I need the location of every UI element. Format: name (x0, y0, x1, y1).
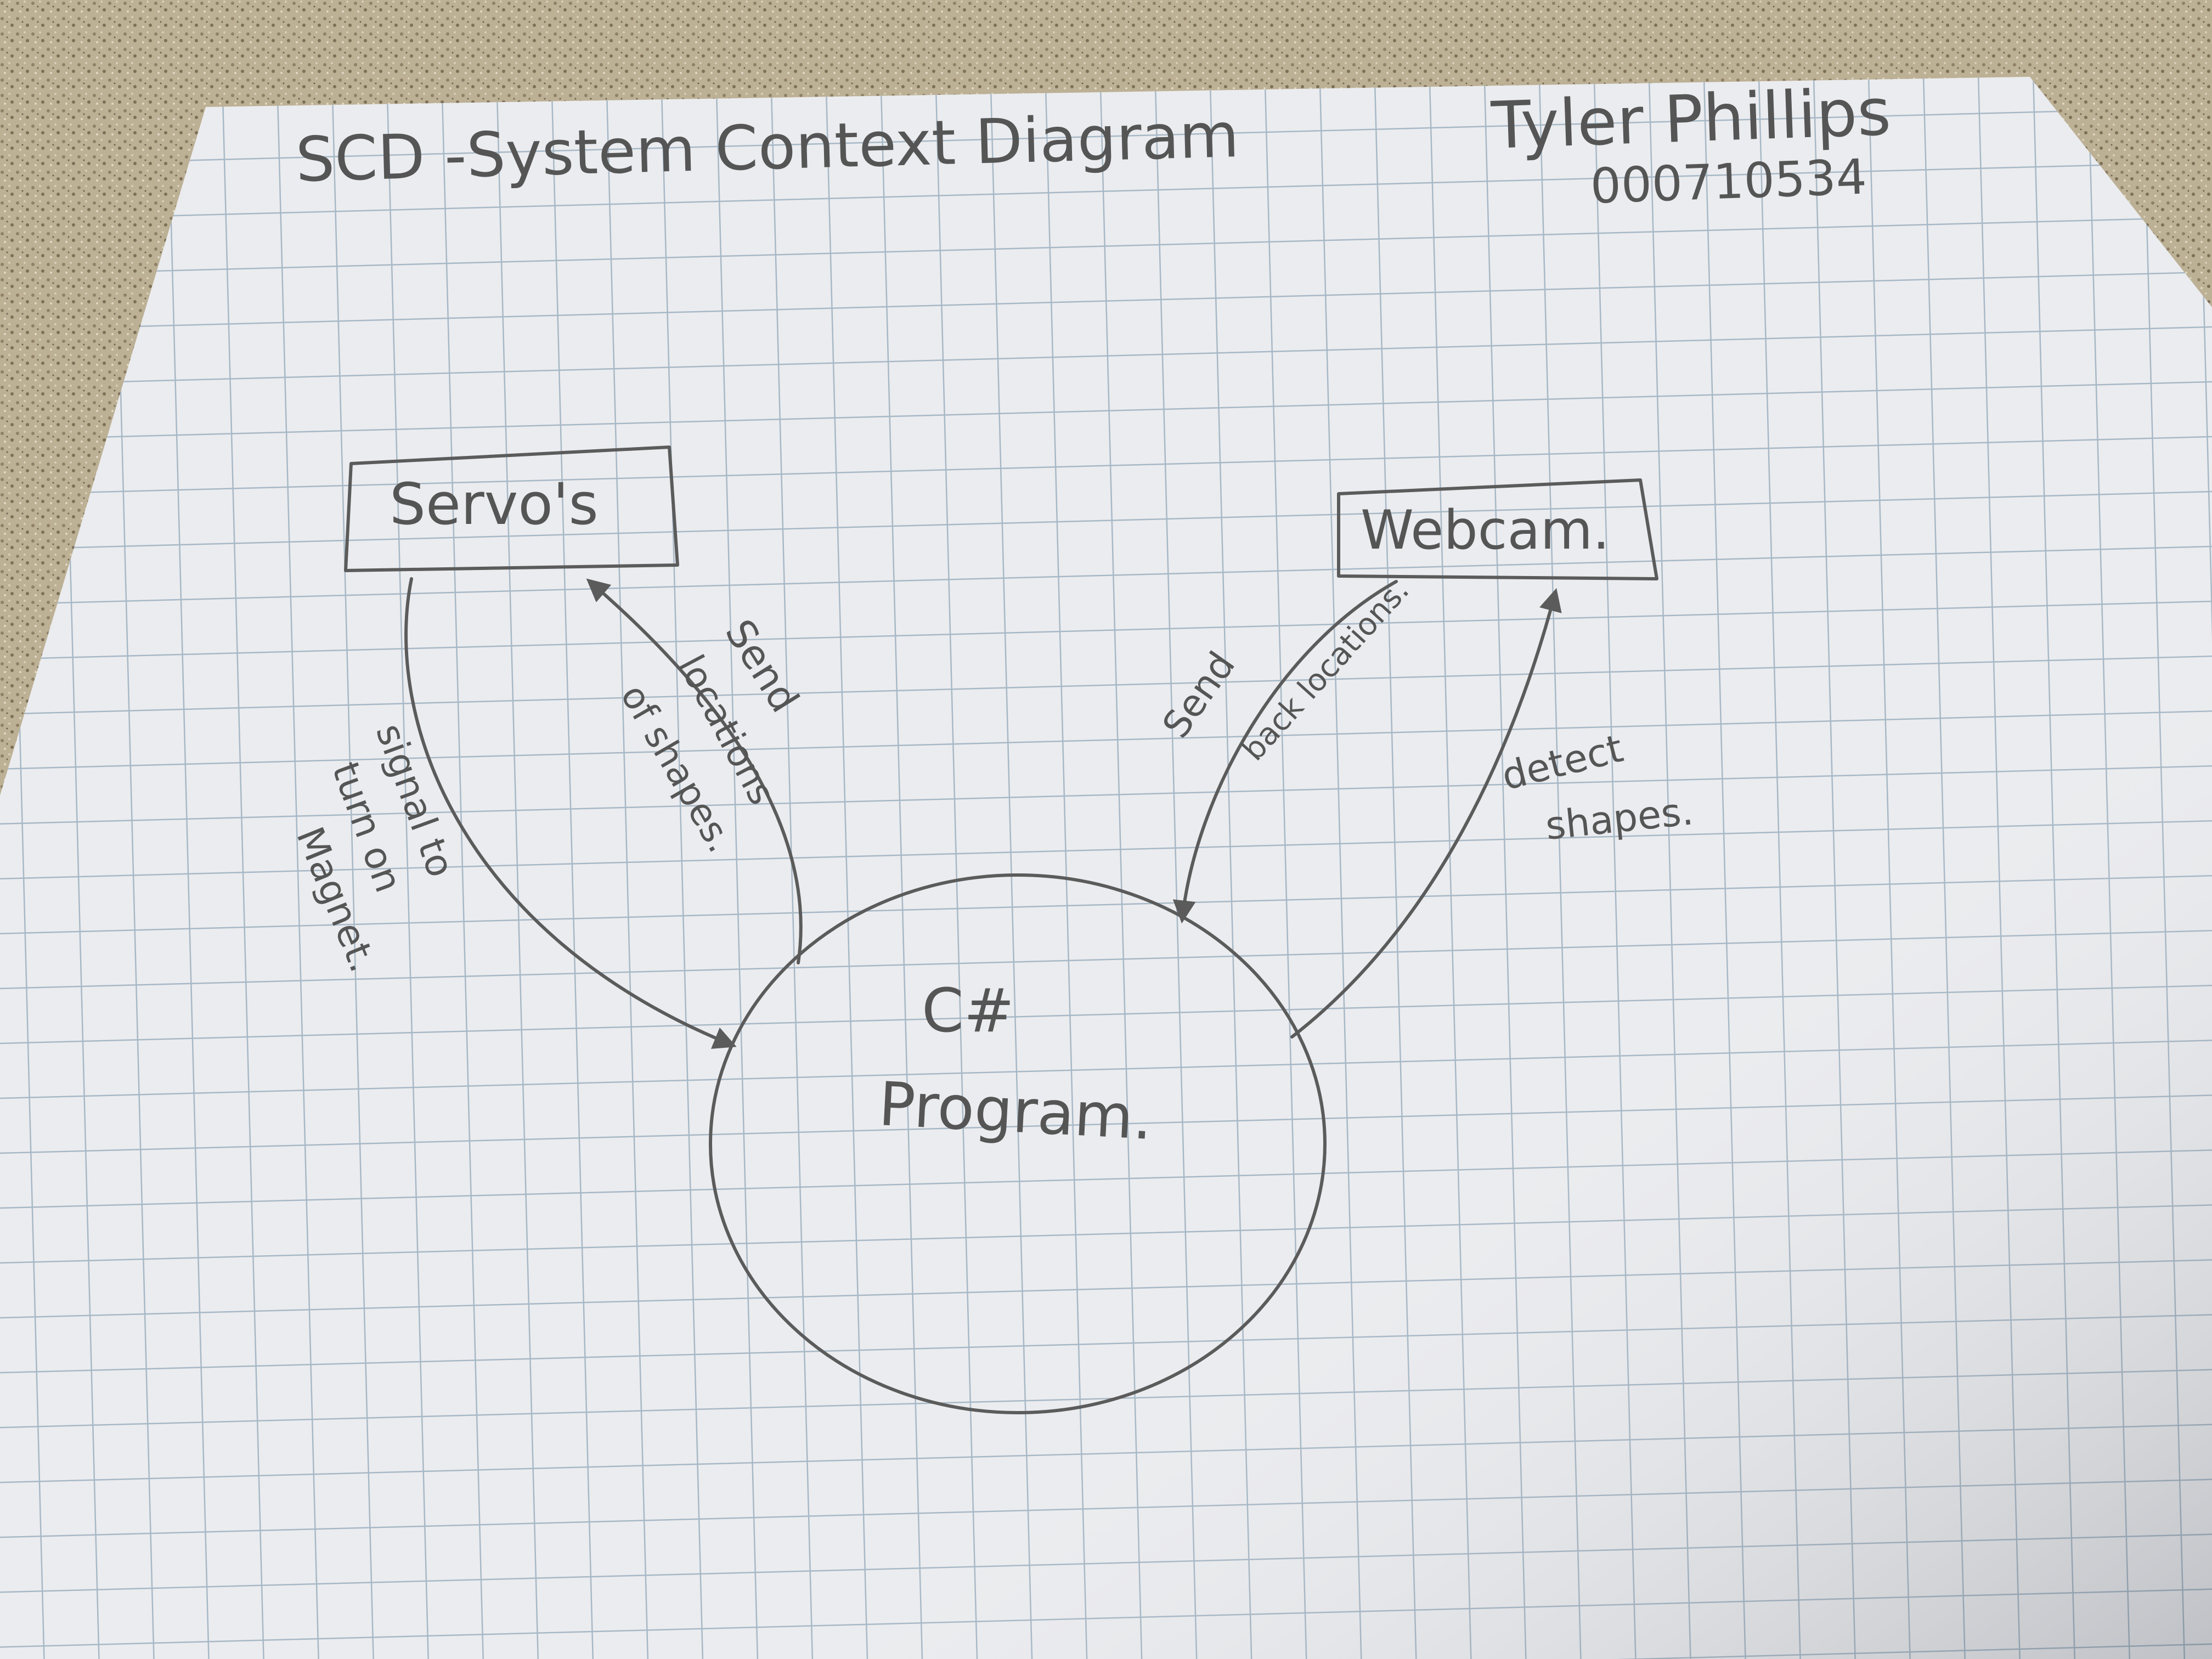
arrow-webcam-to-program (1172, 580, 1398, 924)
webcam-node: Webcam. (1337, 478, 1658, 580)
servos-node: Servo's (344, 445, 679, 572)
arrow-program-to-webcam (1290, 588, 1562, 1039)
author-id: 000710534 (1589, 148, 1867, 215)
author-name: Tyler Phillips (1489, 74, 1892, 163)
servos-box (344, 445, 679, 572)
program-circle (709, 873, 1327, 1414)
arrow-servos-to-program (404, 577, 737, 1049)
program-label-line1: C# (922, 975, 1014, 1046)
arrow-program-to-servos (586, 578, 803, 964)
program-node: C# Program. (709, 873, 1327, 1414)
servos-label: Servo's (390, 471, 599, 538)
program-label-line2: Program. (877, 1069, 1154, 1153)
webcam-box (1337, 478, 1658, 580)
paper-shadow (0, 77, 2212, 1659)
webcam-label: Webcam. (1361, 499, 1610, 562)
